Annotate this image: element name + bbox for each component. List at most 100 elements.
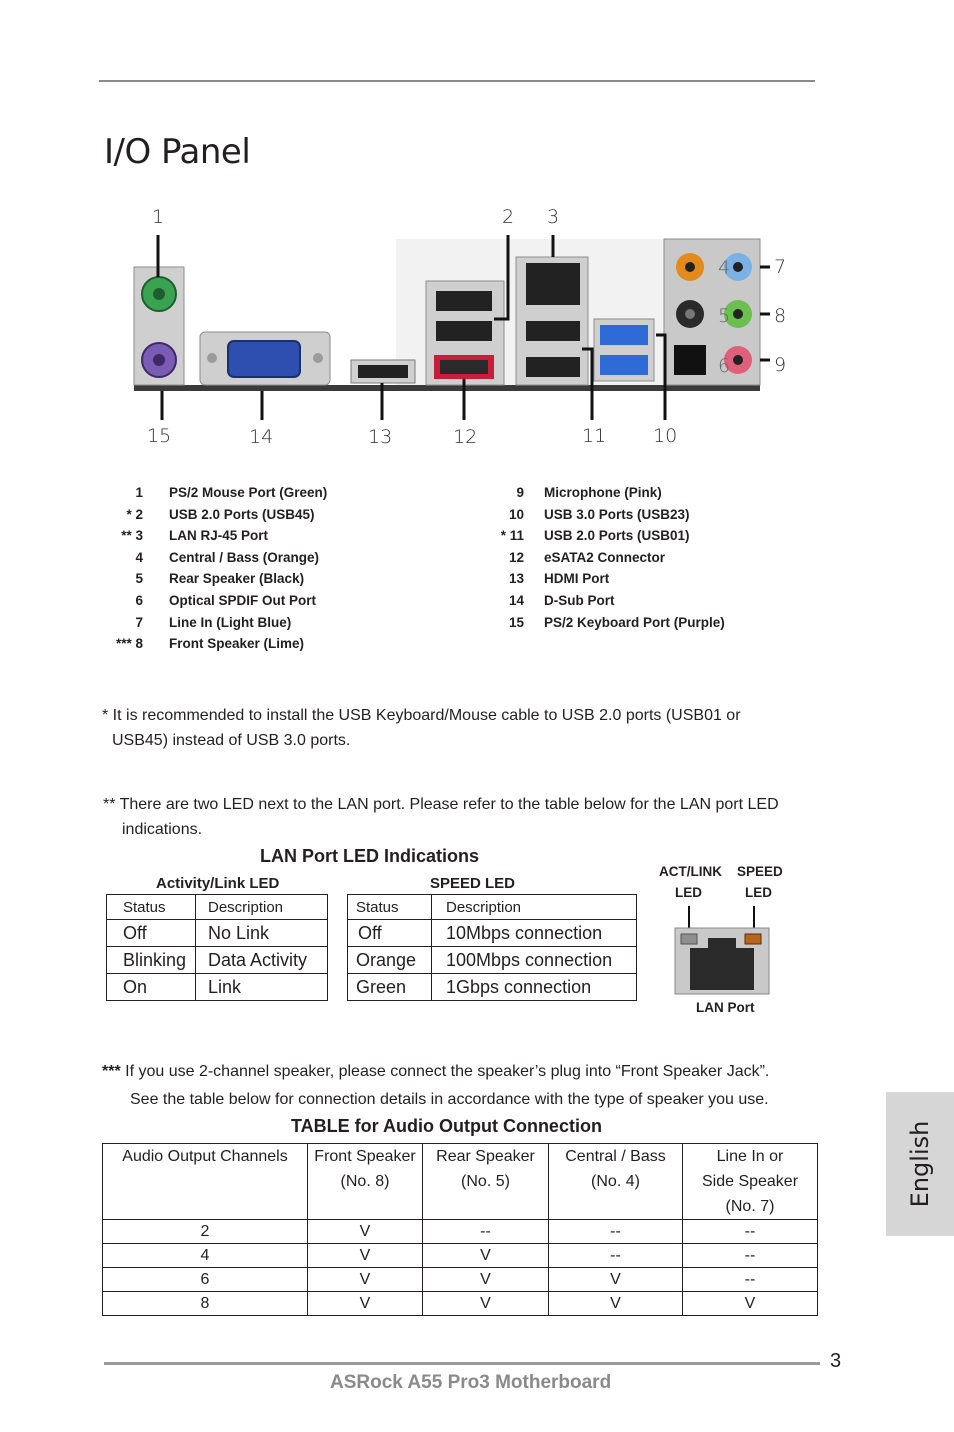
table-cell: On — [107, 974, 196, 1001]
callout-9: 9 — [774, 354, 786, 376]
table-cell: V — [423, 1292, 549, 1316]
table-cell: 100Mbps connection — [432, 947, 637, 974]
table-cell: Link — [196, 974, 328, 1001]
table-row: Orange 100Mbps connection — [348, 947, 637, 974]
callout-4: 4 — [718, 257, 730, 279]
top-rule — [99, 80, 815, 82]
language-tab: English — [886, 1092, 954, 1236]
audio-output-table: Audio Output Channels Front Speaker(No. … — [102, 1143, 818, 1316]
callout-6: 6 — [718, 355, 730, 377]
table-header-cell: Front Speaker(No. 8) — [308, 1144, 423, 1220]
callout-11: 11 — [582, 425, 606, 447]
page-title: I/O Panel — [104, 132, 250, 172]
table-cell: V — [423, 1268, 549, 1292]
table-row: Blinking Data Activity — [107, 947, 328, 974]
table-row: 6 V V V -- — [103, 1268, 818, 1292]
callout-2: 2 — [502, 206, 514, 228]
table-cell: Data Activity — [196, 947, 328, 974]
bottom-rule — [104, 1362, 820, 1365]
callout-3: 3 — [547, 206, 559, 228]
table-header-cell: Central / Bass(No. 4) — [549, 1144, 683, 1220]
table-header-cell: Description — [196, 895, 328, 920]
callout-7: 7 — [774, 256, 786, 278]
lan-note-line2: indications. — [122, 821, 202, 839]
table-cell: 1Gbps connection — [432, 974, 637, 1001]
table-cell: V — [549, 1292, 683, 1316]
callout-8: 8 — [774, 305, 786, 327]
table-row: On Link — [107, 974, 328, 1001]
table-cell: Blinking — [107, 947, 196, 974]
table-cell: Orange — [348, 947, 432, 974]
table-cell: 2 — [103, 1220, 308, 1244]
table-cell: Off — [107, 920, 196, 947]
table-header-cell: Status — [348, 895, 432, 920]
callout-12: 12 — [453, 426, 477, 448]
table-cell: 6 — [103, 1268, 308, 1292]
table-cell: 10Mbps connection — [432, 920, 637, 947]
table-header-row: Status Description — [107, 895, 328, 920]
lan-port-icon — [672, 904, 772, 996]
speaker-note-line1: *** If you use 2-channel speaker, please… — [102, 1063, 769, 1081]
callout-13: 13 — [368, 426, 392, 448]
table-row: Green 1Gbps connection — [348, 974, 637, 1001]
speed-led-table: Status Description Off 10Mbps connection… — [347, 894, 637, 1001]
activity-led-table: Status Description Off No Link Blinking … — [106, 894, 328, 1001]
lan-port-caption: LAN Port — [696, 1000, 755, 1015]
footer-title: ASRock A55 Pro3 Motherboard — [330, 1372, 611, 1394]
activity-led-caption: Activity/Link LED — [156, 875, 279, 892]
table-header-row: Audio Output Channels Front Speaker(No. … — [103, 1144, 818, 1220]
callout-15: 15 — [147, 425, 171, 447]
usb-note-line2: USB45) instead of USB 3.0 ports. — [112, 732, 350, 750]
page-number: 3 — [830, 1350, 841, 1373]
table-cell: V — [308, 1292, 423, 1316]
table-row: 2 V -- -- -- — [103, 1220, 818, 1244]
table-header-cell: Description — [432, 895, 637, 920]
table-cell: 8 — [103, 1292, 308, 1316]
table-cell: Off — [348, 920, 432, 947]
table-row: 4 V V -- -- — [103, 1244, 818, 1268]
table-header-cell: Rear Speaker(No. 5) — [423, 1144, 549, 1220]
callout-5: 5 — [718, 305, 730, 327]
table-cell: V — [308, 1244, 423, 1268]
table-cell: V — [308, 1268, 423, 1292]
table-cell: V — [683, 1292, 818, 1316]
table-cell: -- — [549, 1244, 683, 1268]
table-cell: 4 — [103, 1244, 308, 1268]
table-row: Off No Link — [107, 920, 328, 947]
callout-14: 14 — [249, 426, 273, 448]
speed-label: SPEED — [737, 864, 783, 879]
callout-1: 1 — [152, 206, 164, 228]
table-header-cell: Audio Output Channels — [103, 1144, 308, 1220]
table-cell: V — [423, 1244, 549, 1268]
lan-note-line1: ** There are two LED next to the LAN por… — [103, 796, 779, 814]
table-cell: -- — [683, 1220, 818, 1244]
table-cell: -- — [423, 1220, 549, 1244]
table-cell: V — [549, 1268, 683, 1292]
table-cell: -- — [683, 1244, 818, 1268]
act-led-label: LED — [675, 885, 702, 900]
table-cell: No Link — [196, 920, 328, 947]
usb-note-line1: * It is recommended to install the USB K… — [102, 707, 741, 725]
speed-led-caption: SPEED LED — [430, 875, 515, 892]
table-row: Off 10Mbps connection — [348, 920, 637, 947]
speaker-note-line2: See the table below for connection detai… — [130, 1091, 769, 1109]
table-row: 8 V V V V — [103, 1292, 818, 1316]
table-cell: V — [308, 1220, 423, 1244]
lan-led-title: LAN Port LED Indications — [260, 846, 479, 867]
